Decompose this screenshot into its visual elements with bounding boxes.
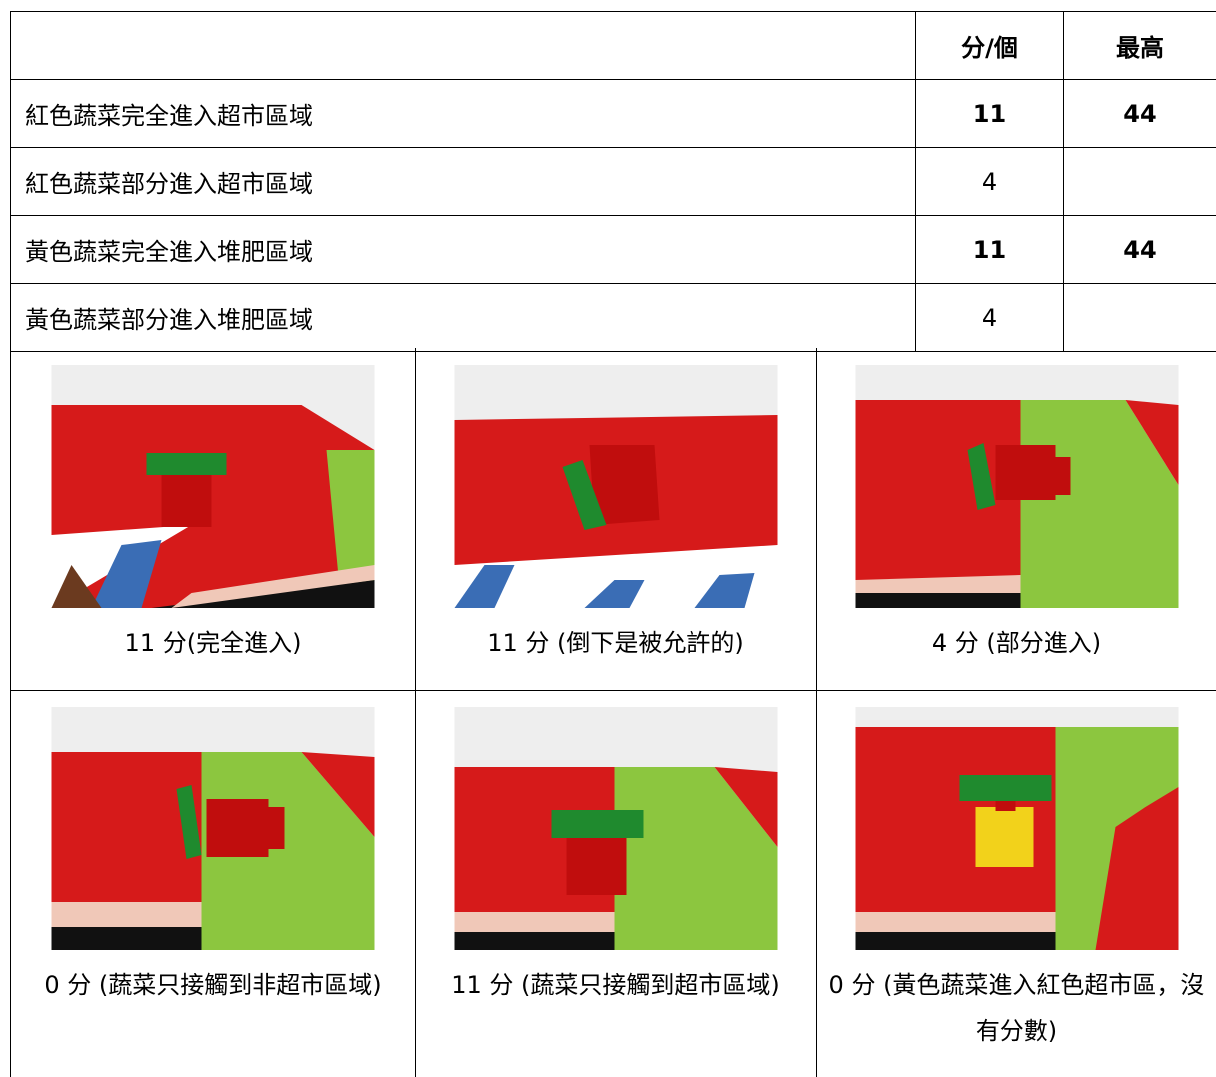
example-photo xyxy=(855,707,1178,950)
photo-red-full-upright xyxy=(51,365,375,608)
photo-red-partial xyxy=(855,365,1178,608)
photo-red-tipped xyxy=(454,365,777,608)
grid-divider xyxy=(11,690,1216,691)
example-gallery: 11 分(完全進入) 11 分 (倒下是被允許的) xyxy=(10,348,1216,1077)
header-label-cell xyxy=(10,11,916,80)
example-cell: 0 分 (蔬菜只接觸到非超市區域) xyxy=(11,690,415,1077)
header-max: 最高 xyxy=(1063,11,1216,80)
example-caption: 0 分 (蔬菜只接觸到非超市區域) xyxy=(44,971,382,999)
example-photo xyxy=(454,707,777,950)
row-label: 紅色蔬菜部分進入超市區域 xyxy=(10,147,916,216)
table-row: 黃色蔬菜部分進入堆肥區域 4 xyxy=(10,283,1216,352)
row-max: 44 xyxy=(1063,215,1216,284)
example-photo xyxy=(454,365,777,608)
table-row: 黃色蔬菜完全進入堆肥區域 11 44 xyxy=(10,215,1216,284)
table-row: 紅色蔬菜部分進入超市區域 4 xyxy=(10,147,1216,216)
grid-divider xyxy=(415,348,416,1077)
table-row: 紅色蔬菜完全進入超市區域 11 44 xyxy=(10,79,1216,148)
row-max: 44 xyxy=(1063,79,1216,148)
table-header-row: 分/個 最高 xyxy=(10,11,1216,80)
example-caption: 0 分 (黃色蔬菜進入紅色超市區，沒有分數) xyxy=(828,971,1205,1045)
example-caption: 4 分 (部分進入) xyxy=(931,629,1102,657)
row-label: 紅色蔬菜完全進入超市區域 xyxy=(10,79,916,148)
photo-red-inside-edge xyxy=(454,707,777,950)
row-per-item: 4 xyxy=(915,147,1064,216)
score-table: 分/個 最高 紅色蔬菜完全進入超市區域 11 44 紅色蔬菜部分進入超市區域 4… xyxy=(10,11,1216,352)
photo-red-outside xyxy=(51,707,375,950)
example-cell: 0 分 (黃色蔬菜進入紅色超市區，沒有分數) xyxy=(816,690,1216,1077)
row-max xyxy=(1063,147,1216,216)
example-cell: 11 分 (倒下是被允許的) xyxy=(415,348,816,690)
example-cell: 11 分 (蔬菜只接觸到超市區域) xyxy=(415,690,816,1077)
example-cell: 11 分(完全進入) xyxy=(11,348,415,690)
row-max xyxy=(1063,283,1216,352)
header-per-item: 分/個 xyxy=(915,11,1064,80)
row-per-item: 11 xyxy=(915,79,1064,148)
row-label: 黃色蔬菜完全進入堆肥區域 xyxy=(10,215,916,284)
example-cell: 4 分 (部分進入) xyxy=(816,348,1216,690)
example-photo xyxy=(51,365,375,608)
row-per-item: 11 xyxy=(915,215,1064,284)
row-label: 黃色蔬菜部分進入堆肥區域 xyxy=(10,283,916,352)
row-per-item: 4 xyxy=(915,283,1064,352)
grid-divider xyxy=(816,348,817,1077)
photo-yellow-in-red xyxy=(855,707,1178,950)
example-photo xyxy=(51,707,375,950)
example-caption: 11 分 (蔬菜只接觸到超市區域) xyxy=(451,971,780,999)
example-caption: 11 分 (倒下是被允許的) xyxy=(487,629,744,657)
example-caption: 11 分(完全進入) xyxy=(124,629,302,657)
example-photo xyxy=(855,365,1178,608)
